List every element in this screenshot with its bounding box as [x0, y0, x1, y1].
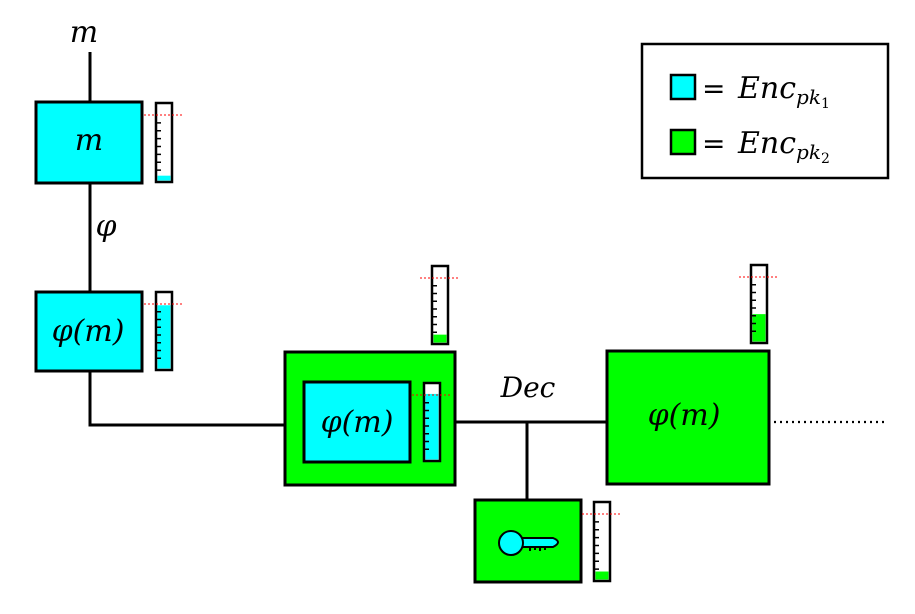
noise-gauge-inner — [412, 381, 450, 463]
legend-enc-pk2: Enc — [737, 126, 796, 161]
noise-gauge-outer — [420, 264, 458, 346]
gauge-fill-result — [752, 314, 766, 342]
box-m — [34, 100, 144, 185]
box-phi-m-label: φ(m) — [52, 314, 125, 349]
noise-gauge-phi — [144, 290, 182, 372]
legend-text-pk2: Encpk2 — [737, 126, 830, 167]
legend-subsub-pk1: 1 — [821, 96, 830, 112]
inner-phi-m-label: φ(m) — [321, 405, 394, 440]
noise-gauges — [144, 101, 777, 583]
gauge-fill-m — [157, 175, 171, 181]
noise-gauge-result — [739, 263, 777, 345]
legend-frame — [640, 42, 890, 180]
continuation-text: …… — [0, 0, 2, 1]
legend-sub-pk1: pk — [796, 85, 821, 109]
edge-label-phi: φ — [95, 209, 116, 244]
dec-label: Dec — [500, 371, 556, 404]
legend-text-pk1: Encpk1 — [737, 71, 830, 112]
box-m-label: m — [75, 123, 103, 158]
phi-to-outer-line — [88, 371, 285, 427]
legend-sub-pk2: pk — [796, 140, 821, 164]
box-result — [605, 349, 771, 486]
legend-eq-pk2: = — [702, 127, 725, 160]
connector-lines — [88, 52, 607, 500]
box-phi-m — [34, 290, 144, 373]
legend-eq-pk1: = — [702, 72, 725, 105]
gauge-fill-phi — [157, 305, 171, 369]
key-icon — [498, 530, 559, 556]
box-inner-cyan — [302, 380, 412, 464]
result-phi-m-label: φ(m) — [648, 398, 721, 433]
legend-swatch-pk2 — [669, 128, 697, 156]
legend-subsub-pk2: 2 — [821, 151, 830, 167]
legend-enc-pk1: Enc — [737, 71, 796, 106]
legend-swatch-pk1 — [669, 73, 697, 101]
gauge-fill-key — [595, 571, 609, 580]
legend: = Encpk1 = Encpk2 — [640, 42, 890, 180]
gauge-fill-outer — [433, 334, 447, 343]
input-label: m — [70, 15, 98, 50]
noise-gauge-m — [144, 101, 182, 184]
noise-gauge-key — [582, 500, 620, 583]
